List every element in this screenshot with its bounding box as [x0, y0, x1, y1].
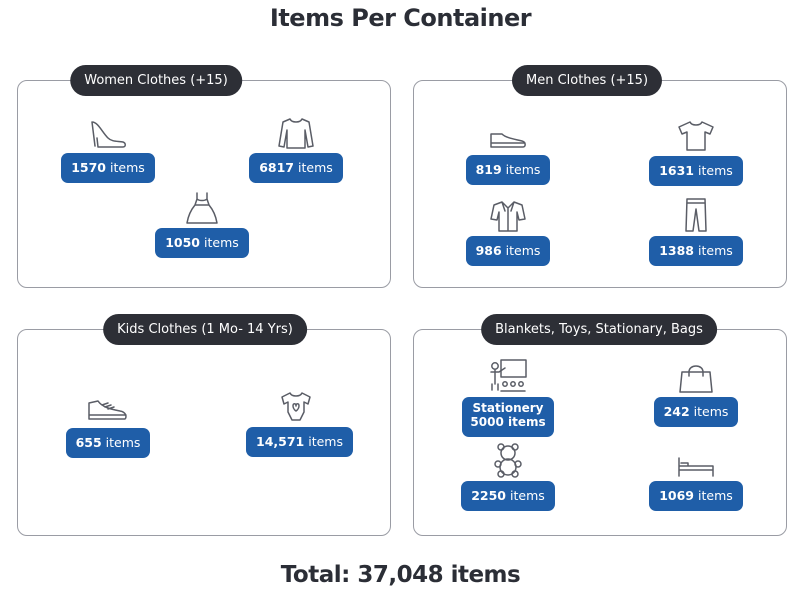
sneaker-icon [88, 400, 127, 420]
men-tshirt-count: 1631 [659, 163, 695, 178]
teddy-bear-icon [494, 443, 522, 478]
unit-label: items [298, 160, 333, 175]
women-clothes-panel: Women Clothes (+15) 1570 items 6817 item… [17, 65, 391, 288]
women-heel-count: 1570 [71, 160, 107, 175]
men-clothes-label: Men Clothes (+15) [511, 65, 663, 96]
misc-label: Blankets, Toys, Stationary, Bags [481, 314, 717, 345]
bed-count: 1069 [659, 488, 695, 503]
unit-label: items [308, 434, 343, 449]
women-dress-count: 1050 [165, 235, 201, 250]
men-trousers-count: 1388 [659, 243, 695, 258]
men-tshirt-item: 1631 items [646, 119, 746, 186]
unit-label: items [505, 162, 541, 177]
kids-sneaker-count: 655 [75, 435, 102, 450]
baby-onesie-icon [281, 392, 311, 421]
page-title: Items Per Container [269, 4, 532, 32]
women-sweater-item: 6817 items [246, 116, 346, 183]
men-shoe-count: 819 [475, 162, 502, 177]
stationery-title: Stationery [472, 401, 544, 415]
men-shirt-item: 986 items [458, 199, 558, 266]
unit-label: items [505, 243, 541, 258]
shirt-icon [490, 201, 526, 232]
unit-label: items [105, 435, 141, 450]
teddy-count: 2250 [471, 488, 507, 503]
misc-handbag-item: 242 items [646, 360, 746, 427]
heel-shoe-icon [91, 121, 126, 148]
women-clothes-label: Women Clothes (+15) [70, 65, 242, 96]
misc-panel: Blankets, Toys, Stationary, Bags Station… [413, 314, 787, 536]
kids-clothes-panel: Kids Clothes (1 Mo- 14 Yrs) 655 items 14… [17, 314, 391, 536]
unit-label: items [693, 404, 729, 419]
kids-onesie-count: 14,571 [256, 434, 305, 449]
kids-clothes-label: Kids Clothes (1 Mo- 14 Yrs) [103, 314, 307, 345]
misc-bed-item: 1069 items [646, 456, 746, 511]
unit-label: items [110, 160, 145, 175]
women-dress-item: 1050 items [152, 191, 252, 258]
unit-label: items [698, 488, 733, 503]
dress-shoe-icon [490, 133, 526, 148]
unit-label: items [698, 163, 733, 178]
sweater-icon [278, 118, 314, 149]
kids-onesie-item: 14,571 items [246, 390, 353, 457]
unit-label: items [510, 488, 545, 503]
classroom-board-icon [490, 359, 527, 392]
bed-icon [678, 457, 714, 477]
tshirt-icon [678, 121, 714, 151]
men-clothes-panel: Men Clothes (+15) 819 items 1631 items 9… [413, 65, 787, 288]
unit-label: items [698, 243, 733, 258]
kids-sneaker-item: 655 items [58, 395, 158, 458]
dress-icon [186, 192, 218, 224]
women-heel-item: 1570 items [58, 116, 158, 183]
total-items: Total: 37,048 items [280, 562, 521, 588]
stationery-count: 5000 items [470, 415, 546, 429]
women-sweater-count: 6817 [259, 160, 295, 175]
handbag-icon [679, 365, 713, 393]
unit-label: items [204, 235, 239, 250]
trousers-icon [685, 198, 707, 232]
misc-teddy-item: 2250 items [458, 442, 558, 511]
handbag-count: 242 [663, 404, 690, 419]
men-shirt-count: 986 [475, 243, 502, 258]
men-trousers-item: 1388 items [646, 197, 746, 266]
men-shoe-item: 819 items [458, 126, 558, 185]
